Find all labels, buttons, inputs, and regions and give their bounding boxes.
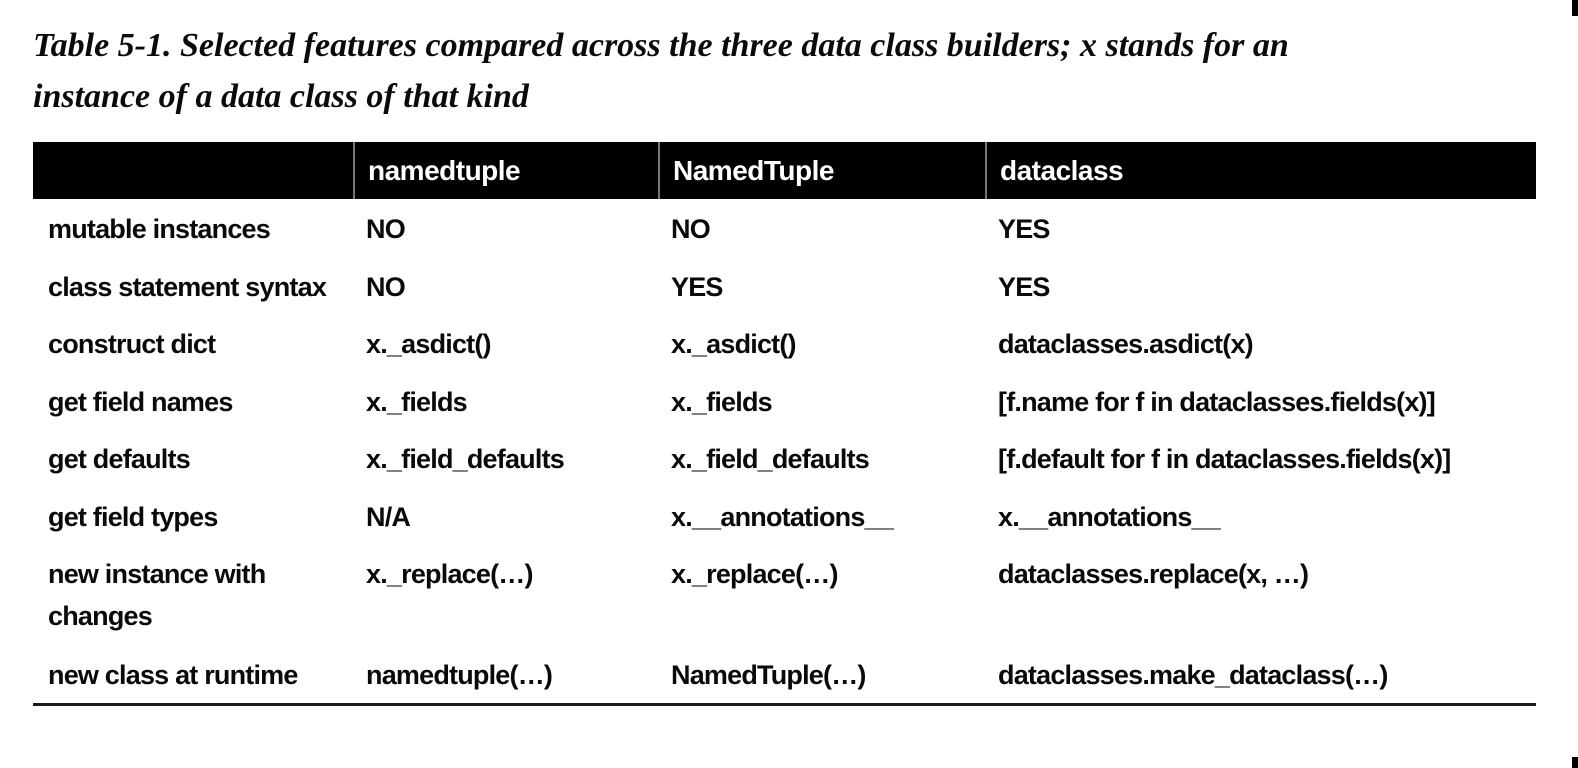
table-caption-line-1: Table 5-1. Selected features compared ac…	[33, 27, 1289, 64]
cell-value: namedtuple(…)	[366, 660, 553, 690]
cell-value: NO	[671, 214, 711, 244]
row-new-instance-with-changes: new instance with changes x._replace(…) …	[33, 544, 1536, 645]
comparison-table: namedtuple NamedTuple dataclass mutable …	[33, 142, 1536, 706]
feature-label: get field types	[48, 501, 218, 532]
cell-value: NamedTuple(…)	[671, 660, 866, 690]
page-edge-artifact-top	[1572, 0, 1578, 16]
row-class-statement-syntax: class statement syntax NO YES YES	[33, 257, 1536, 315]
cell-value: N/A	[366, 501, 411, 532]
cell-value: YES	[671, 271, 723, 302]
cell-value: dataclasses.replace(x, …)	[998, 559, 1309, 589]
cell-value: x._field_defaults	[366, 444, 565, 474]
feature-label: new class at runtime	[48, 660, 298, 690]
table-caption: Table 5-1. Selected features compared ac…	[33, 20, 1523, 122]
page-edge-artifact-bottom	[1572, 757, 1578, 768]
row-get-defaults: get defaults x._field_defaults x._field_…	[33, 429, 1536, 487]
header-cell-namedtuple-typing: NamedTuple	[658, 142, 985, 199]
row-new-class-at-runtime: new class at runtime namedtuple(…) Named…	[33, 645, 1536, 703]
cell-value: x.__annotations__	[998, 501, 1221, 532]
feature-label: get defaults	[48, 444, 191, 474]
feature-label: class statement syntax	[48, 271, 327, 302]
feature-label: get field names	[48, 386, 233, 417]
cell-value: [f.name for f in dataclasses.fields(x)]	[998, 386, 1436, 417]
cell-value: x._fields	[366, 386, 468, 417]
feature-label: new instance with changes	[48, 559, 266, 631]
cell-value: x._asdict()	[671, 329, 797, 359]
table-caption-line-2: instance of a data class of that kind	[33, 78, 529, 115]
cell-value: [f.default for f in dataclasses.fields(x…	[998, 444, 1451, 474]
header-cell-namedtuple: namedtuple	[353, 142, 658, 199]
cell-value: YES	[998, 271, 1050, 302]
cell-value: x._fields	[671, 386, 773, 417]
feature-label: mutable instances	[48, 214, 271, 244]
row-get-field-names: get field names x._fields x._fields [f.n…	[33, 372, 1536, 430]
cell-value: dataclasses.make_dataclass(…)	[998, 660, 1388, 690]
cell-value: x._replace(…)	[671, 559, 838, 589]
header-cell-feature	[33, 142, 353, 199]
cell-value: NO	[366, 271, 406, 302]
header-cell-dataclass: dataclass	[985, 142, 1536, 199]
cell-value: NO	[366, 214, 406, 244]
cell-value: x._asdict()	[366, 329, 492, 359]
cell-value: x.__annotations__	[671, 501, 894, 532]
cell-value: x._replace(…)	[366, 559, 533, 589]
cell-value: YES	[998, 214, 1050, 244]
row-construct-dict: construct dict x._asdict() x._asdict() d…	[33, 314, 1536, 372]
row-get-field-types: get field types N/A x.__annotations__ x.…	[33, 487, 1536, 545]
cell-value: dataclasses.asdict(x)	[998, 329, 1254, 359]
row-mutable-instances: mutable instances NO NO YES	[33, 199, 1536, 257]
feature-label: construct dict	[48, 329, 216, 359]
table-header-row: namedtuple NamedTuple dataclass	[33, 142, 1536, 199]
cell-value: x._field_defaults	[671, 444, 870, 474]
